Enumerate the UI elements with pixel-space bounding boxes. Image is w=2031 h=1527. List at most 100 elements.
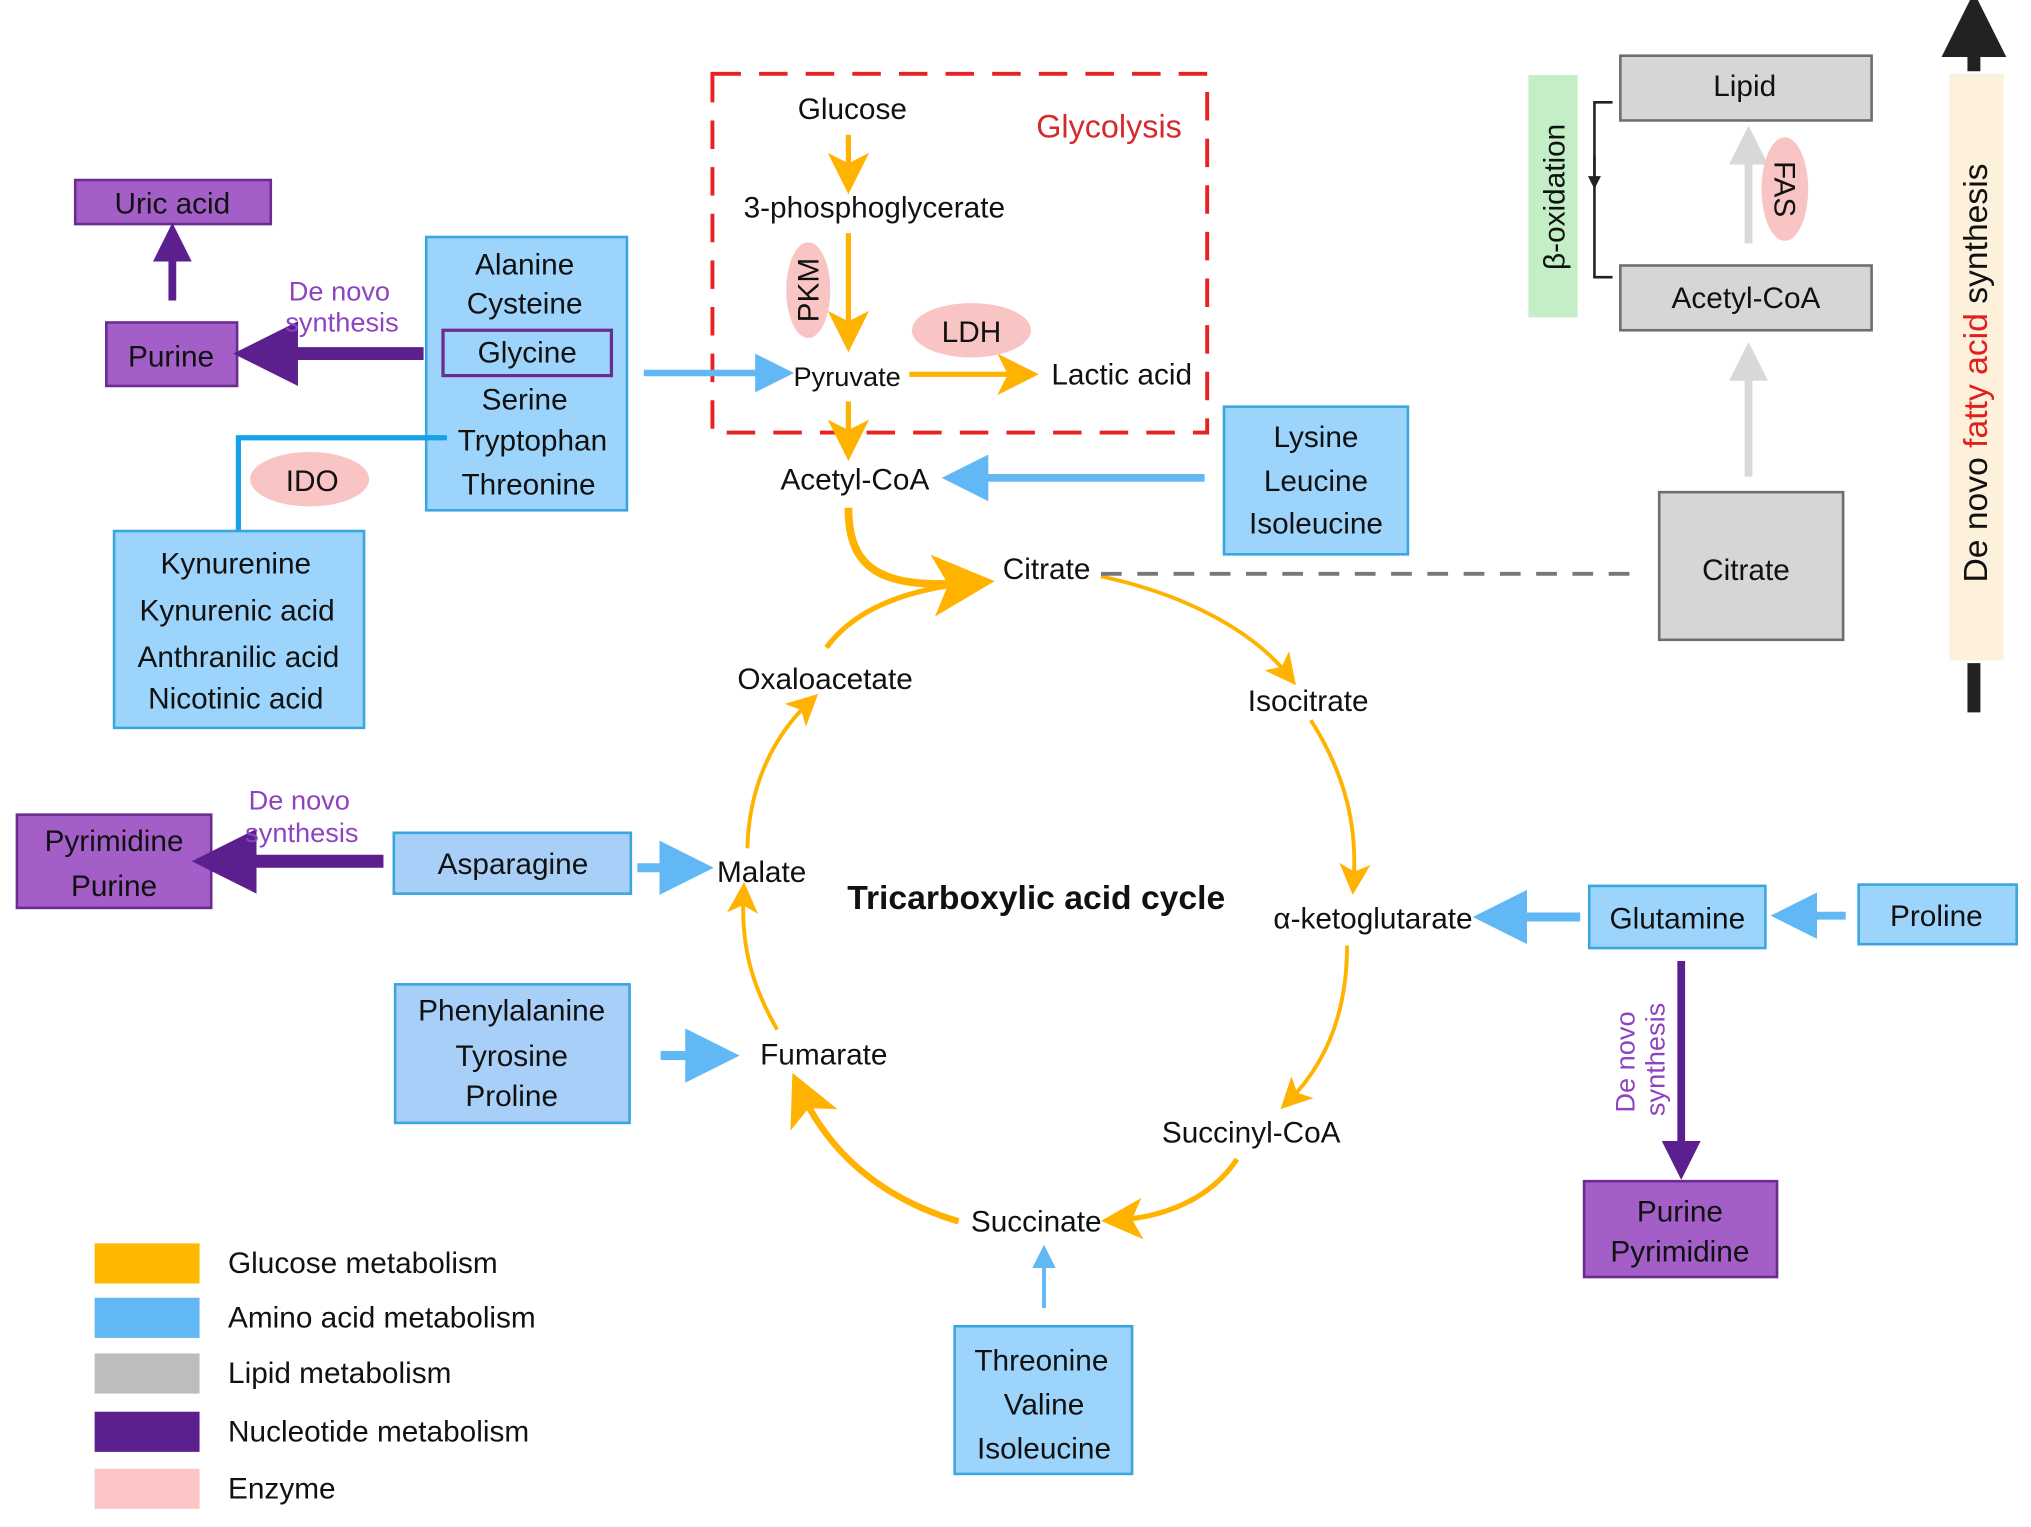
lipid-acetylcoa-box [1619, 264, 1873, 332]
ido-enzyme [250, 452, 370, 507]
synthesis-text: synthesis [1958, 163, 1995, 313]
lipid-acetylcoa-label: Acetyl-CoA [1672, 282, 1821, 315]
cysteine-label: Cysteine [467, 287, 583, 320]
beta-oxidation-bg [1528, 75, 1578, 318]
legend-swatch [94, 1243, 200, 1284]
legend-swatch [94, 1297, 200, 1338]
pyrimidine-purine-box [15, 813, 213, 910]
lysine-label: Lysine [1274, 421, 1359, 454]
ldh-label: LDH [942, 316, 1002, 349]
purine-label: Purine [128, 341, 214, 374]
synthesis-label-3: synthesis [1639, 1003, 1670, 1116]
uric-acid-box [73, 178, 273, 226]
nicotinic-acid-label: Nicotinic acid [148, 682, 323, 715]
proline-box [1857, 883, 2018, 946]
fumarate-label: Fumarate [760, 1039, 887, 1072]
akg-label: α-ketoglutarate [1273, 903, 1472, 936]
legend-label: Nucleotide metabolism [228, 1416, 529, 1449]
tryptophan-connector [235, 435, 447, 532]
tca-title: Tricarboxylic acid cycle [847, 880, 1225, 917]
lactic-acid-label: Lactic acid [1051, 359, 1192, 392]
lysine-box [1222, 405, 1410, 556]
denovo-fatty-acid-label: De novo fatty acid synthesis [1958, 163, 1995, 582]
proline-label: Proline [1890, 900, 1983, 933]
legend-swatch [94, 1411, 200, 1452]
denovo-label-1: De novo [289, 275, 390, 306]
acetylcoa-to-citrate-arrow [844, 507, 995, 617]
phenylalanine-label: Phenylalanine [418, 995, 605, 1028]
asparagine-box [392, 831, 633, 895]
purine-box [104, 321, 239, 388]
isocitrate-akg-arrow [1309, 719, 1371, 895]
oxaloacetate-citrate-arrow [824, 580, 972, 650]
glycolysis-title: Glycolysis [1036, 108, 1182, 144]
denovo-label-3: De novo [1610, 1011, 1641, 1112]
3pg-label: 3-phosphoglycerate [744, 192, 1005, 225]
succinylcoa-succinate-arrow [1101, 1157, 1240, 1240]
pyruvate-label: Pyruvate [793, 361, 900, 392]
malate-label: Malate [717, 856, 806, 889]
isocitrate-label: Isocitrate [1248, 685, 1369, 718]
leucine-label: Leucine [1264, 465, 1368, 498]
malate-oxaloacetate-arrow [745, 694, 819, 849]
fatty-acid-text: fatty acid [1958, 313, 1995, 448]
legend-swatch [94, 1468, 200, 1509]
ldh-enzyme [911, 303, 1032, 358]
amino-group1-rect [424, 235, 629, 512]
kynurenine-label: Kynurenine [161, 548, 312, 581]
denovo-label-2: De novo [249, 784, 350, 815]
kynurenic-acid-label: Kynurenic acid [139, 594, 334, 627]
glycolysis-border [710, 71, 1210, 435]
purine-label-3: Purine [1637, 1195, 1723, 1228]
ido-label: IDO [286, 465, 339, 498]
asparagine-label: Asparagine [438, 848, 589, 881]
purine-pyrimidine-box [1582, 1179, 1779, 1279]
pyrimidine-label: Pyrimidine [45, 825, 184, 858]
tryptophan-label: Tryptophan [458, 425, 607, 458]
serine-label: Serine [482, 383, 568, 416]
proline-label-phe: Proline [465, 1080, 558, 1113]
isoleucine-label-2: Isoleucine [977, 1432, 1111, 1465]
legend-label: Glucose metabolism [228, 1247, 498, 1280]
glycine-highlight [441, 328, 614, 378]
legend-label: Amino acid metabolism [228, 1302, 536, 1335]
amino-box-group1: Alanine Cysteine Glycine Serine Tryptoph… [424, 235, 629, 512]
citrate-isocitrate-arrow [1100, 574, 1296, 686]
synthesis-label-1: synthesis [285, 307, 398, 338]
lipid-label: Lipid [1713, 70, 1776, 103]
glycolysis-region: Glycolysis Glucose 3-phosphoglycerate PK… [710, 71, 1210, 462]
purine-label-2: Purine [71, 870, 157, 903]
succinate-fumarate-arrow [790, 1072, 960, 1225]
threonine-box [953, 1324, 1134, 1476]
glucose-label: Glucose [798, 93, 907, 126]
anthranilic-acid-label: Anthranilic acid [137, 641, 339, 674]
glycine-label: Glycine [478, 337, 577, 370]
succinylcoa-label: Succinyl-CoA [1162, 1116, 1341, 1149]
beta-oxidation-bracket [1593, 101, 1613, 279]
denovo-fatty-acid-bg [1949, 73, 2004, 661]
pkm-enzyme [786, 242, 831, 339]
alanine-label: Alanine [475, 249, 574, 282]
uric-acid-label: Uric acid [114, 188, 230, 221]
legend-label: Enzyme [228, 1473, 336, 1506]
threonine-label: Threonine [461, 469, 595, 502]
tca-cycle: Citrate Isocitrate α-ketoglutarate Succi… [717, 507, 1473, 1240]
citrate-label: Citrate [1003, 553, 1091, 586]
kynurenine-box [112, 529, 366, 730]
succinate-label: Succinate [971, 1206, 1102, 1239]
lipid-citrate-box [1657, 490, 1845, 642]
legend-swatch [94, 1353, 200, 1394]
fumarate-malate-arrow [727, 882, 779, 1031]
threonine-label-2: Threonine [974, 1344, 1108, 1377]
lipid-box [1619, 54, 1873, 122]
synthesis-label-2: synthesis [245, 817, 358, 848]
acetylcoa-label: Acetyl-CoA [780, 464, 929, 497]
isoleucine-label: Isoleucine [1249, 508, 1383, 541]
oxaloacetate-label: Oxaloacetate [737, 663, 912, 696]
lipid-citrate-label: Citrate [1702, 554, 1790, 587]
tyrosine-label: Tyrosine [455, 1040, 568, 1073]
lipid-region: β-oxidation Lipid FAS Acetyl-CoA Citrate… [1528, 0, 2007, 713]
phenylalanine-box [393, 983, 631, 1125]
